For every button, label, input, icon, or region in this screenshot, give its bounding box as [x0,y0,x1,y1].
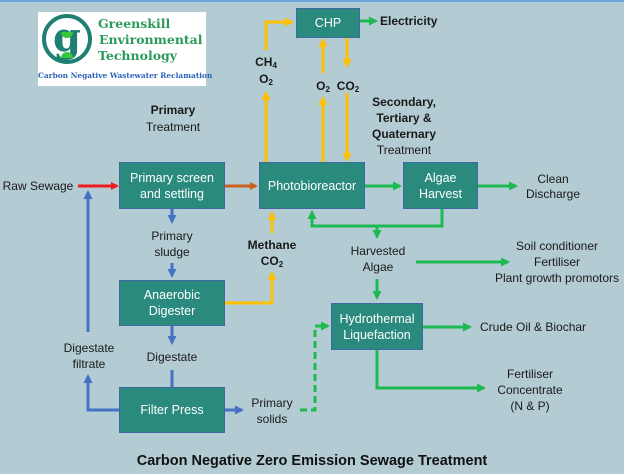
ch4-o2-label: CH4 O2 [255,55,277,87]
primary-sludge-label: Primary sludge [151,229,193,259]
logo-company-name: Greenskill Environmental Technology [98,16,203,63]
o2-label: O2 [316,79,330,94]
arrow-solids-to-htl [300,321,330,412]
primary-solids-label: Primary solids [251,396,293,426]
chp-box[interactable]: CHP [296,8,360,38]
harvested-algae-label: Harvested Algae [350,244,406,274]
electricity-label: Electricity [380,14,438,28]
co2-label: CO2 [336,79,360,94]
top-border [0,0,624,2]
arrow-press-to-filtrate [83,374,120,412]
soil-products-label: Soil conditioner Fertiliser Plant growth… [494,239,620,285]
arrow-ch4-to-chp [264,17,294,50]
digestate-filtrate-label: Digestate filtrate [63,341,115,371]
logo-tagline: Carbon Negative Wastewater Reclamation [38,71,213,80]
crude-oil-label: Crude Oil & Biochar [480,320,587,334]
secondary-treatment-label: Secondary, Tertiary & Quaternary Treatme… [371,95,437,157]
digestate-label: Digestate [146,350,198,364]
g-circle-logo-icon: g [42,14,92,64]
arrow-htl-fertiliser [375,349,486,393]
filter-press-box[interactable]: Filter Press [119,387,225,433]
arrow-harvest-recycle [307,209,444,228]
raw-sewage-label: Raw Sewage [2,179,74,193]
arrow-digester-methane [225,271,277,305]
photobioreactor-box[interactable]: Photobioreactor [259,162,365,209]
company-logo: g Greenskill Environmental Technology Ca… [38,12,213,86]
fertiliser-concentrate-label: Fertiliser Concentrate (N & P) [497,367,563,413]
primary-treatment-label: Primary Treatment [145,103,201,134]
methane-co2-label: Methane CO2 [247,238,297,269]
diagram-title: Carbon Negative Zero Emission Sewage Tre… [136,453,488,469]
clean-discharge-label: Clean Discharge [525,172,581,201]
